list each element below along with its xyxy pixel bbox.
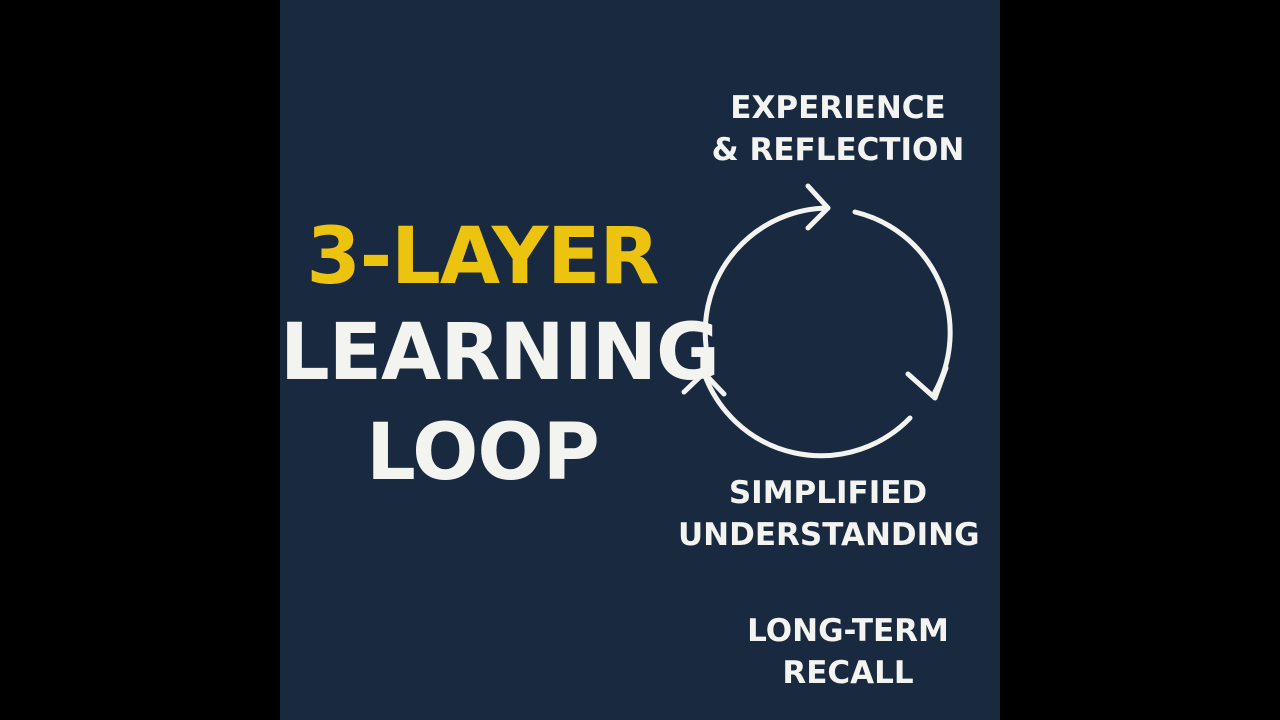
stage-label-experience: EXPERIENCE & REFLECTION — [698, 87, 978, 171]
stage-label-experience-line-2: & REFLECTION — [711, 132, 965, 168]
stage-label-simplified-line-1: SIMPLIFIED — [728, 475, 928, 511]
stage-label-longterm-line-1: LONG-TERM — [747, 613, 949, 649]
cycle-arc-bottom — [701, 370, 913, 459]
cycle-arc-top — [702, 205, 831, 349]
title-line-3: LOOP — [366, 408, 600, 498]
cycle-arrowhead-right — [905, 365, 949, 401]
cycle-arrowhead-bottom — [681, 370, 727, 397]
stage-label-simplified-line-2: UNDERSTANDING — [678, 517, 980, 553]
title-line-1: 3-LAYER — [306, 212, 659, 302]
cycle-arrows-icon — [681, 183, 953, 459]
stage-label-experience-line-1: EXPERIENCE — [730, 90, 946, 126]
stage-label-simplified: SIMPLIFIED UNDERSTANDING — [678, 472, 980, 556]
stage-label-longterm: LONG-TERM RECALL — [718, 610, 978, 694]
cycle-arc-right — [852, 209, 953, 395]
title-line-2: LEARNING — [280, 308, 720, 398]
cycle-arrowhead-top — [805, 183, 831, 231]
slide-panel: 3-LAYER LEARNING LOOP EXPERIENCE & REFLE… — [280, 0, 1000, 720]
stage-label-longterm-line-2: RECALL — [782, 655, 914, 691]
